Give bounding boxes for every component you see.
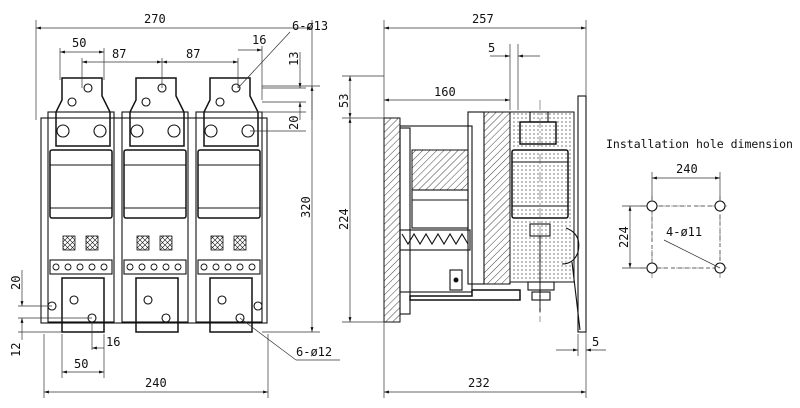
spring xyxy=(401,232,469,246)
front-body xyxy=(40,117,268,324)
front-view: 270 50 87 87 16 6-ø13 13 20 320 xyxy=(9,12,340,398)
dim-overall-width: 270 xyxy=(144,12,166,26)
label-bottom-holes: 6-ø12 xyxy=(296,345,332,359)
dim-bottom-margin: 12 xyxy=(9,343,23,357)
bottom-terminals xyxy=(47,277,263,333)
dim-bottom-terminal-width: 50 xyxy=(74,357,88,371)
dim-hole-spacing-top: 13 xyxy=(287,52,301,66)
dim-hole-spacing-vert: 20 xyxy=(287,116,301,130)
install-width: 240 xyxy=(676,162,698,176)
dim-terminal-width: 50 xyxy=(72,36,86,50)
dim-height-224: 224 xyxy=(337,208,351,230)
install-holes: 4-ø11 xyxy=(666,225,702,239)
installation-hole-view: Installation hole dimension 240 224 4-ø1… xyxy=(606,137,793,278)
dim-bottom-terminal-offset: 16 xyxy=(106,335,120,349)
mount-holes xyxy=(646,200,726,274)
pole-3 xyxy=(195,111,263,323)
install-height: 224 xyxy=(617,226,631,248)
dim-pitch-1: 87 xyxy=(112,47,126,61)
label-top-holes: 6-ø13 xyxy=(292,19,328,33)
dim-depth-160: 160 xyxy=(434,85,456,99)
mounting-plate xyxy=(383,117,401,323)
dim-mount-width: 240 xyxy=(145,376,167,390)
installation-title: Installation hole dimension xyxy=(606,137,793,151)
dim-overall-depth: 257 xyxy=(472,12,494,26)
top-terminals xyxy=(55,77,259,147)
dim-base-depth: 232 xyxy=(468,376,490,390)
dim-pitch-2: 87 xyxy=(186,47,200,61)
pole-2 xyxy=(121,111,189,323)
dim-bottom-offset: 20 xyxy=(9,276,23,290)
dim-top-height: 53 xyxy=(337,94,351,108)
dim-plate-offset-bottom: 5 xyxy=(592,335,599,349)
dim-height: 320 xyxy=(299,196,313,218)
side-view: 257 5 53 160 224 232 5 xyxy=(337,12,606,398)
pole-1 xyxy=(47,111,115,323)
dim-edge-offset: 16 xyxy=(252,33,266,47)
terminal-screws xyxy=(52,263,256,271)
dim-plate-offset: 5 xyxy=(488,41,495,55)
